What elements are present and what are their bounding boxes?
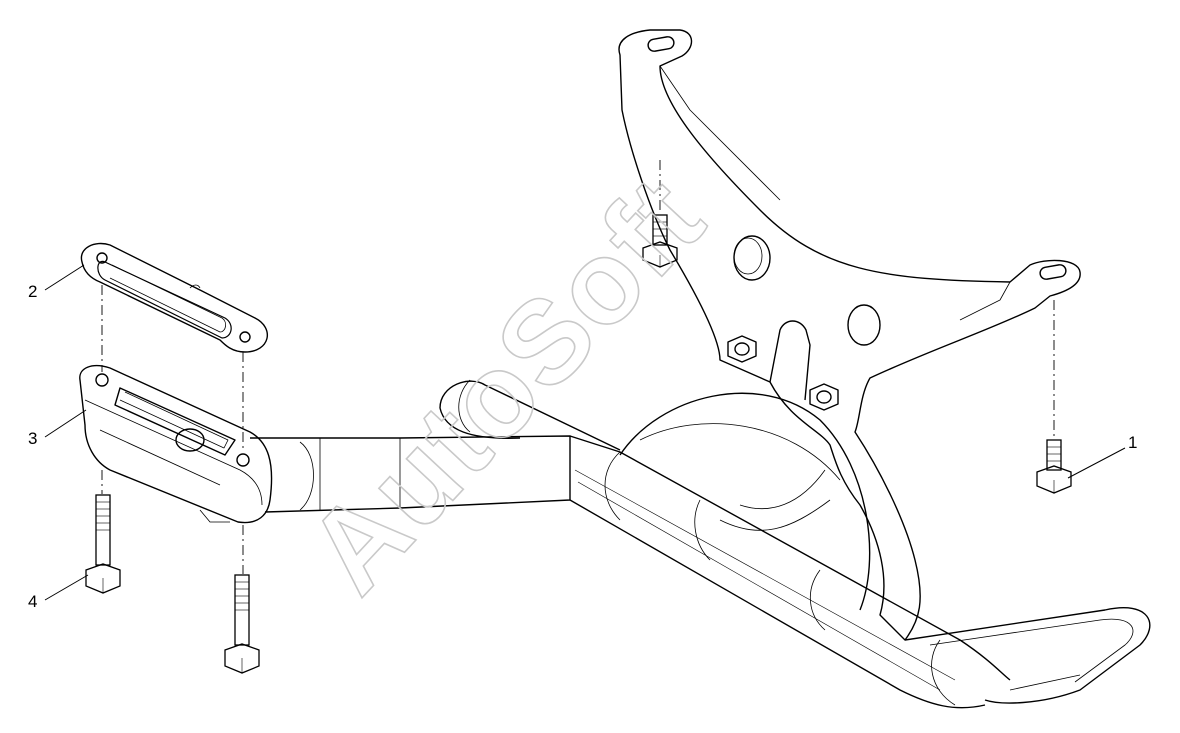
frame-crossmember bbox=[250, 379, 1151, 709]
callout-2: 2 bbox=[28, 282, 37, 301]
mount-bracket-part-3 bbox=[79, 364, 273, 524]
callout-1: 1 bbox=[1128, 433, 1137, 452]
bolt-long-second bbox=[224, 574, 260, 674]
gasket-part-2 bbox=[80, 242, 268, 353]
callout-3: 3 bbox=[28, 429, 37, 448]
assembly-axes bbox=[101, 160, 1055, 574]
flange-nut-right bbox=[809, 383, 839, 411]
callout-4: 4 bbox=[28, 592, 37, 611]
autosoft-watermark: AutoSoft bbox=[282, 152, 729, 618]
flange-nut-left bbox=[727, 335, 757, 363]
leader-lines bbox=[44, 264, 1126, 601]
bolt-part-1 bbox=[1036, 439, 1072, 494]
bolt-upper bbox=[642, 214, 678, 268]
mounting-plate bbox=[618, 29, 1081, 641]
bolt-part-4 bbox=[85, 494, 121, 594]
